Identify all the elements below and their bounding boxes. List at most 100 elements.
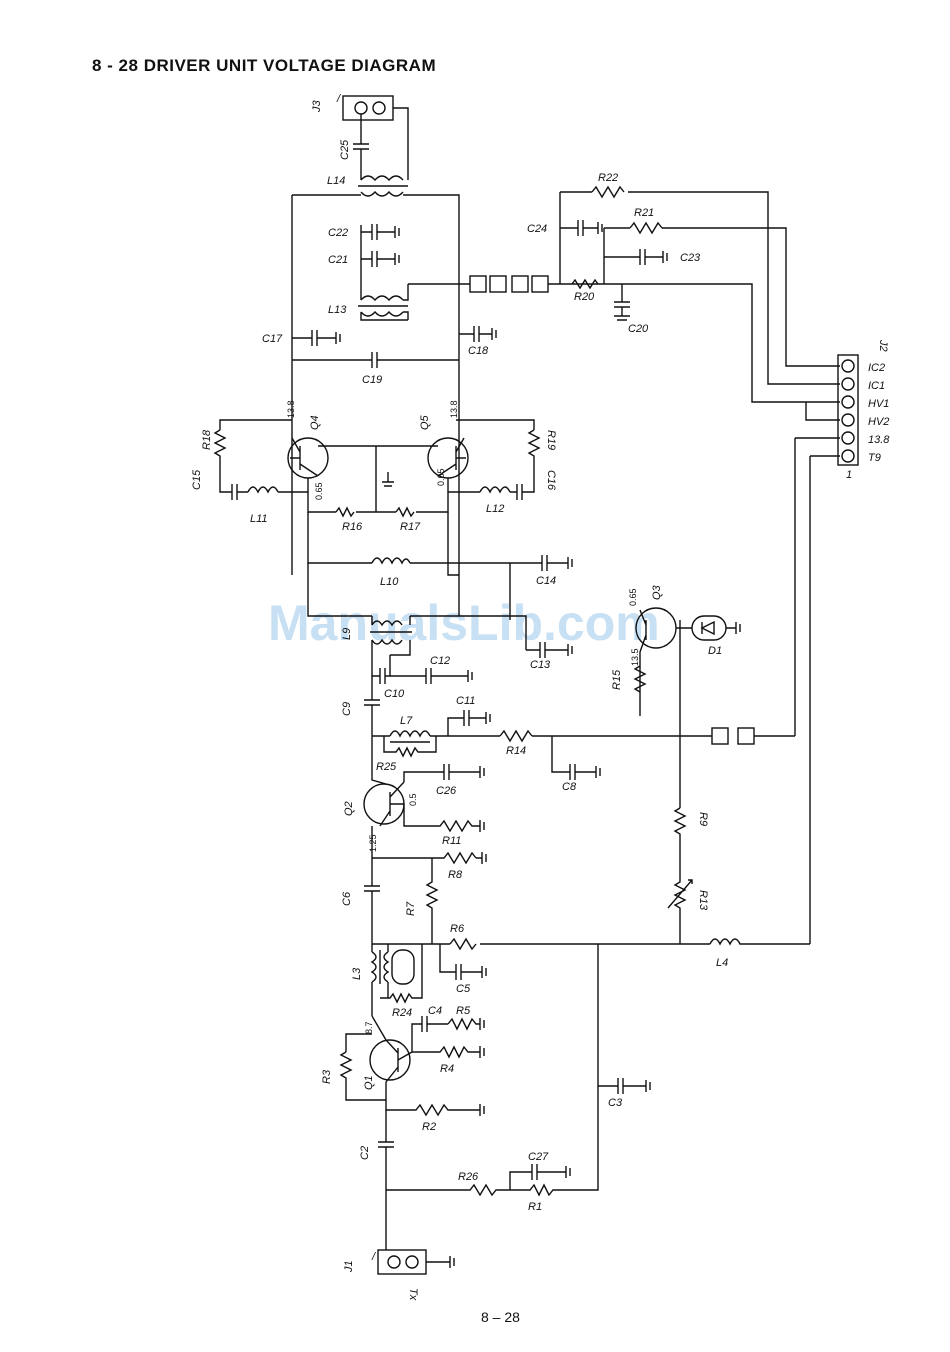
capacitor-c23 — [604, 249, 668, 265]
label-C11: C11 — [456, 695, 475, 707]
label-C21: C21 — [328, 254, 348, 266]
label-IC1: IC1 — [868, 380, 885, 392]
label-C9: C9 — [341, 702, 353, 716]
label-J2: J2 — [877, 339, 889, 352]
capacitor-c18 — [459, 326, 497, 342]
label-C17: C17 — [262, 333, 283, 345]
inductor-l11 — [247, 478, 309, 494]
resistor-r19 — [527, 429, 541, 470]
diode-d1 — [691, 615, 741, 641]
resistor-r26 — [386, 1183, 510, 1197]
label-R6: R6 — [450, 923, 465, 935]
transistor-q1 — [369, 1039, 413, 1083]
label-R19: R19 — [545, 430, 557, 450]
label-R11: R11 — [442, 835, 461, 847]
page-number: 8 – 28 — [481, 1309, 520, 1325]
capacitor-c27 — [509, 1164, 571, 1190]
resistor-r4 — [412, 1045, 485, 1059]
resistor-r25 — [383, 736, 437, 758]
voltage-q5-base: 0.65 — [436, 468, 446, 486]
label-C19: C19 — [362, 374, 382, 386]
capacitor-c5 — [439, 944, 487, 980]
voltage-q4-collector: 13.8 — [286, 400, 296, 418]
voltage-q3-base: 0.65 — [628, 588, 638, 606]
label-R9: R9 — [697, 812, 709, 826]
resistor-r15 — [633, 665, 647, 693]
resistor-r20 — [571, 278, 599, 290]
label-C10: C10 — [384, 688, 405, 700]
resistor-r21 — [629, 221, 663, 235]
capacitor-c9 — [364, 699, 380, 736]
label-C12: C12 — [430, 655, 450, 667]
label-IC2: IC2 — [868, 362, 885, 374]
capacitor-c17 — [292, 330, 341, 346]
label-R18: R18 — [201, 429, 213, 450]
inductor-l4 — [709, 938, 742, 946]
capacitor-c16 — [510, 470, 535, 500]
resistor-r11 — [403, 804, 485, 833]
label-R17: R17 — [400, 521, 421, 533]
resistor-r5 — [447, 1017, 485, 1031]
capacitor-c2 — [378, 1110, 394, 1250]
capacitor-c21 — [361, 251, 400, 267]
label-R2: R2 — [422, 1121, 436, 1133]
resistor-r17 — [395, 506, 415, 518]
capacitor-c11 — [447, 710, 491, 736]
label-T9: T9 — [868, 452, 881, 464]
transistor-q4 — [287, 437, 329, 479]
label-C23: C23 — [680, 252, 701, 264]
label-J2-pin: 1 — [846, 469, 852, 481]
label-R20: R20 — [574, 291, 595, 303]
capacitor-c12 — [390, 668, 473, 684]
ferrite-beads-2 — [711, 727, 755, 745]
capacitor-c8 — [551, 736, 601, 780]
capacitor-c26 — [403, 764, 485, 782]
connector-j3 — [342, 95, 394, 121]
label-Tx: Tx — [407, 1288, 419, 1301]
label-R25: R25 — [376, 761, 397, 773]
label-Q5: Q5 — [419, 414, 431, 430]
label-R7: R7 — [405, 901, 417, 916]
transformer-l9 — [370, 616, 412, 645]
label-C4: C4 — [428, 1005, 442, 1017]
label-C16: C16 — [545, 470, 557, 491]
label-C18: C18 — [468, 345, 489, 357]
label-J3-pin: / — [336, 93, 341, 105]
voltage-q2-collector: 1.25 — [368, 834, 378, 852]
ferrite-beads — [469, 275, 549, 293]
voltage-q4-base: 0.65 — [314, 482, 324, 500]
resistor-r7 — [425, 858, 439, 944]
capacitor-c6 — [364, 885, 380, 944]
label-R5: R5 — [456, 1005, 471, 1017]
label-R26: R26 — [458, 1171, 479, 1183]
voltage-q3-emitter: 13.5 — [630, 648, 640, 666]
label-J1-pin: / — [371, 1251, 376, 1263]
label-C15: C15 — [191, 469, 203, 490]
label-C3: C3 — [608, 1097, 623, 1109]
label-L7: L7 — [400, 715, 413, 727]
label-C20: C20 — [628, 323, 649, 335]
label-D1: D1 — [708, 645, 722, 657]
label-J3: J3 — [311, 100, 323, 114]
label-Q2: Q2 — [343, 801, 355, 816]
label-L10: L10 — [380, 576, 399, 588]
label-13-8: 13.8 — [868, 434, 890, 446]
resistor-r9 — [673, 807, 687, 870]
label-L4: L4 — [716, 957, 728, 969]
resistor-r18 — [213, 429, 227, 470]
voltage-q2-base: 0.5 — [408, 793, 418, 806]
label-C8: C8 — [562, 781, 577, 793]
capacitor-c13 — [526, 642, 573, 658]
resistor-r1 — [510, 1183, 562, 1197]
inductor-l7 — [389, 730, 431, 743]
resistor-r22 — [591, 185, 625, 199]
label-R15: R15 — [611, 669, 623, 690]
inductor-l10 — [371, 557, 411, 565]
transformer-l3 — [370, 944, 415, 1016]
label-C24: C24 — [527, 223, 547, 235]
watermark: ManualsLib.com — [268, 595, 660, 651]
capacitor-c20 — [614, 301, 630, 321]
label-R1: R1 — [528, 1201, 542, 1213]
label-R13: R13 — [697, 890, 709, 911]
resistor-r24 — [380, 944, 423, 1004]
